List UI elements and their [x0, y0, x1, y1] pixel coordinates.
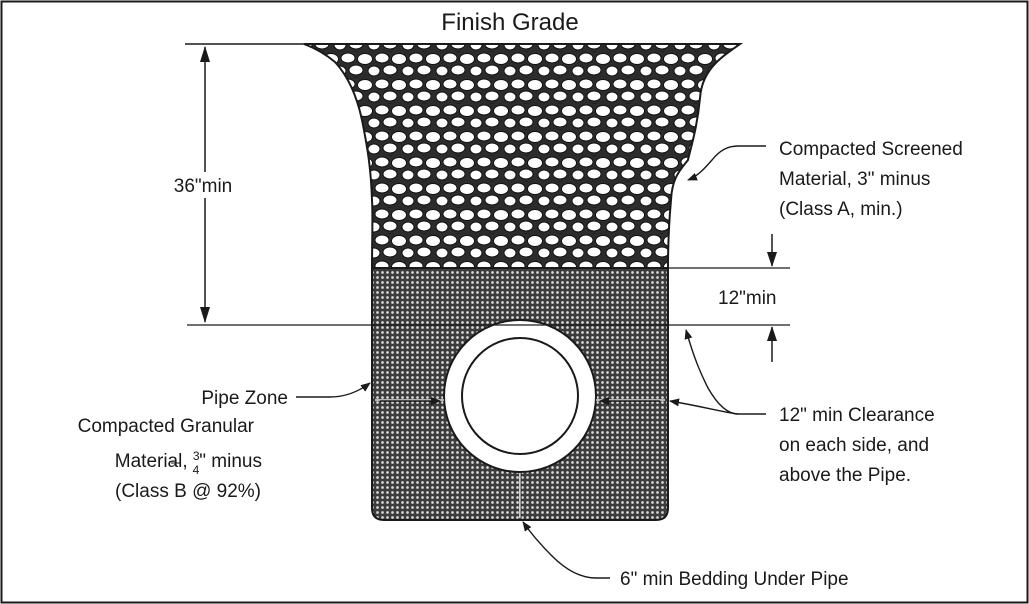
pipe-zone-label-1: Pipe Zone: [201, 388, 288, 409]
fraction-numerator: 3: [193, 449, 200, 463]
clearance-label-2: on each side, and: [779, 435, 929, 456]
depth-arrow-top: [200, 46, 210, 62]
pipe-zone-label-4: (Class B @ 92%): [115, 481, 261, 502]
bedding-leader: [522, 521, 610, 579]
clearance-label-3: above the Pipe.: [779, 465, 911, 486]
cover-arrow-down: [767, 252, 777, 267]
cover-arrow-up: [767, 326, 777, 341]
screened-material-zone: [303, 43, 744, 269]
pipe-inner-bore: [461, 337, 579, 455]
screened-material-label-1: Compacted Screened: [779, 139, 963, 160]
fraction-denominator: 4: [193, 463, 200, 477]
pipe-zone-label-3-suffix: " minus: [199, 451, 262, 472]
clearance-leader-lower: [669, 398, 739, 415]
cover-dimension-label: 12"min: [718, 288, 777, 309]
depth-dimension-label: 36"min: [174, 176, 233, 197]
finish-grade-title: Finish Grade: [441, 9, 578, 36]
screened-material-label-3: (Class A, min.): [779, 199, 903, 220]
depth-label-bg: [160, 172, 250, 198]
screened-material-leader: [687, 145, 766, 181]
clearance-leader-upper: [684, 329, 766, 415]
pipe-zone-label-3-prefix: Material,: [115, 451, 193, 472]
bedding-label: 6" min Bedding Under Pipe: [620, 569, 849, 590]
pipe-zone-label-2: Compacted Granular: [78, 416, 255, 437]
depth-arrow-bottom: [200, 307, 210, 323]
clearance-label-1: 12" min Clearance: [779, 405, 935, 426]
pipe-zone-leader: [296, 382, 371, 398]
screened-material-label-2: Material, 3" minus: [779, 169, 930, 190]
